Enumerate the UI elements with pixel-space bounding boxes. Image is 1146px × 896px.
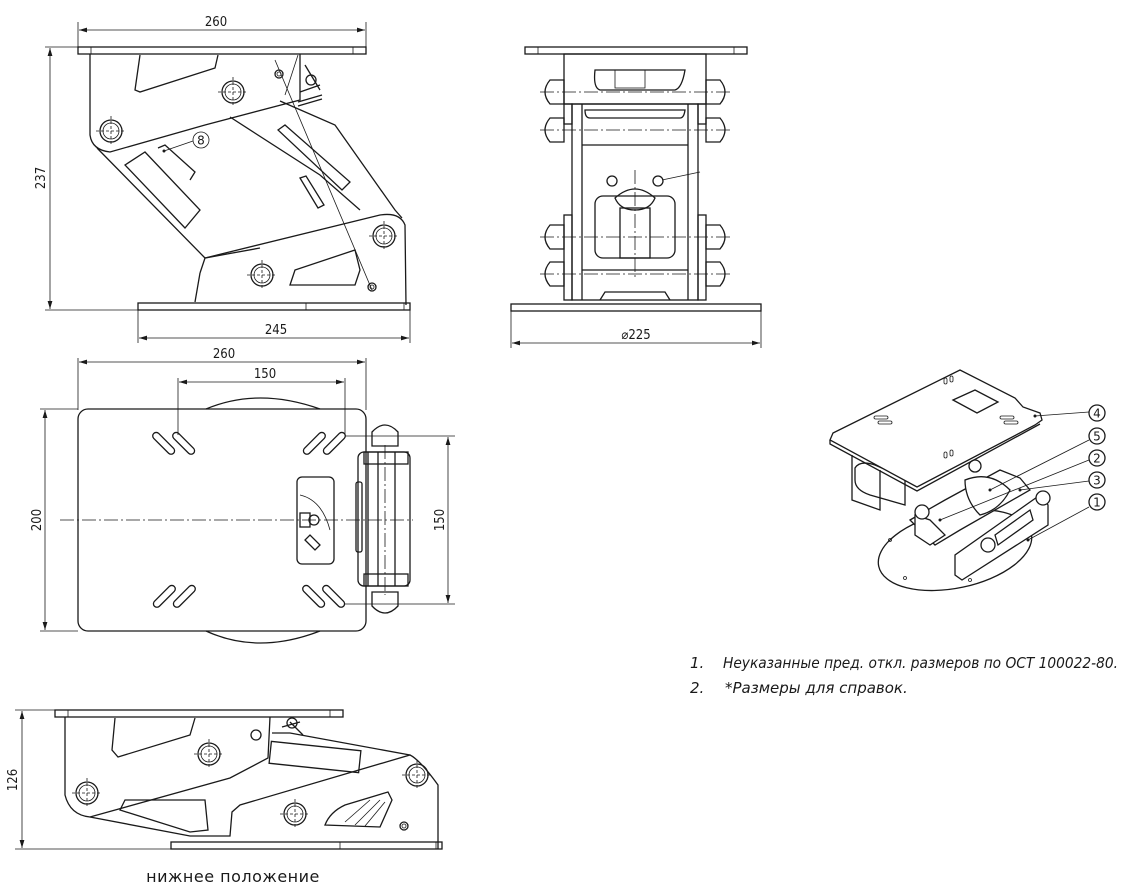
pivot-hole [194, 739, 224, 769]
lower-slot [289, 249, 361, 286]
svg-text:2: 2 [1093, 452, 1101, 466]
pivot-hole [402, 760, 432, 790]
upper-arm [89, 54, 301, 153]
callout-balloon-1: 1 [1026, 493, 1106, 542]
dimension-label: 150 [254, 367, 276, 382]
pivot-hole [96, 116, 126, 146]
side-view-upper-position: 260 237 [34, 15, 411, 343]
svg-text:3: 3 [1093, 474, 1101, 488]
base-plate [510, 303, 762, 312]
dimension-overall-depth: 200 [30, 408, 78, 632]
pivot-hole [218, 77, 248, 107]
front-view: ⌀225 [510, 46, 762, 348]
mounting-slots [873, 375, 1019, 459]
svg-text:8: 8 [197, 134, 205, 148]
isometric-top-plate [829, 369, 1043, 488]
dimension-hinge-span: 150 [345, 435, 455, 605]
top-view: 260 150 200 [30, 347, 455, 644]
pivot-hole [280, 799, 310, 829]
note-text: *Размеры для справок. [725, 679, 908, 697]
pivot-hole [72, 778, 102, 808]
pivot-hole [369, 221, 399, 251]
hinge-assembly [355, 424, 411, 614]
dimension-height: 126 [6, 709, 172, 850]
top-plate [54, 709, 344, 718]
note-1: 1. Неуказанные пред. откл. размеров по О… [690, 654, 1118, 672]
side-view-lower-position: 126 нижнее положение [6, 709, 443, 886]
callout-balloon-5: 5 [988, 427, 1106, 492]
dimension-base-width: 245 [137, 310, 411, 343]
upper-slot [134, 54, 219, 93]
side-window [123, 151, 201, 229]
dimension-label: 126 [6, 769, 21, 791]
diagonal-slot [276, 124, 351, 191]
knob [914, 504, 930, 520]
dimension-label: 237 [34, 167, 49, 189]
base-plate [137, 302, 411, 311]
dimension-label: 200 [30, 509, 45, 531]
isometric-view: 4 5 2 3 1 [829, 369, 1106, 592]
clamp-window [296, 476, 335, 565]
dimension-top-width: 260 [77, 15, 367, 48]
technical-notes: 1. Неуказанные пред. откл. размеров по О… [690, 654, 1118, 697]
dimension-label: 245 [265, 323, 287, 338]
dimension-base-diameter: ⌀225 [510, 311, 762, 348]
dimension-overall-width: 260 [77, 347, 367, 410]
callout-balloon-8: 8 [162, 131, 210, 153]
dimension-label: 260 [205, 15, 227, 30]
callout-balloon-4: 4 [1033, 404, 1106, 422]
note-text: Неуказанные пред. откл. размеров по ОСТ … [723, 654, 1118, 672]
pivot-hole [247, 260, 277, 290]
svg-text:4: 4 [1093, 407, 1101, 421]
base-plate [170, 841, 443, 850]
top-plate [77, 46, 367, 55]
dimension-label: 150 [433, 509, 448, 531]
dimension-height: 237 [34, 46, 140, 311]
bumper-knobs [544, 79, 726, 287]
clamp-lever [297, 64, 323, 107]
lower-arm [199, 213, 407, 306]
front-arm [954, 494, 1049, 581]
svg-text:1: 1 [1093, 496, 1101, 510]
note-number: 2. [690, 679, 704, 697]
note-number: 1. [690, 654, 704, 672]
knob [980, 537, 996, 553]
note-2: 2. *Размеры для справок. [690, 679, 908, 697]
view-caption: нижнее положение [146, 867, 320, 886]
top-plate [524, 46, 748, 55]
dimension-label: 260 [213, 347, 235, 362]
mounting-slots [152, 431, 346, 608]
dimension-slot-spacing: 150 [177, 367, 346, 435]
callout-balloon-3: 3 [1018, 471, 1106, 492]
dimension-label: ⌀225 [621, 328, 650, 343]
callout-balloon-2: 2 [938, 449, 1106, 522]
knob [1035, 490, 1051, 506]
svg-text:5: 5 [1093, 430, 1101, 444]
